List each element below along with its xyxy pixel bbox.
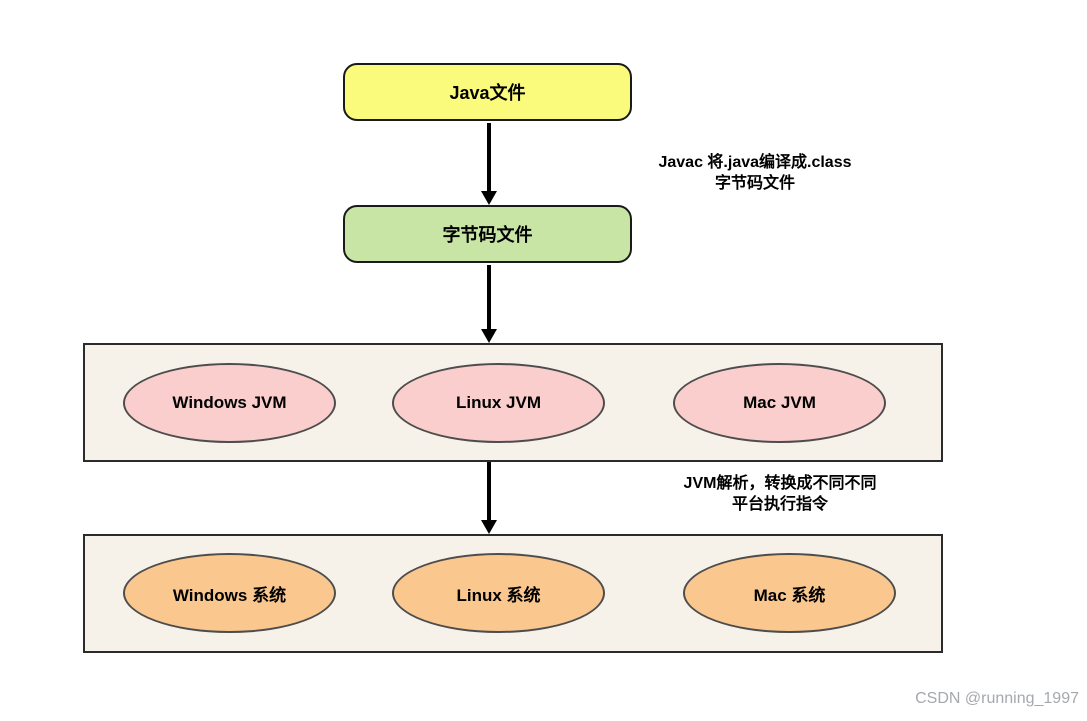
node-bytecode-file: 字节码文件	[343, 205, 632, 263]
annotation-jvm-line1: JVM解析，转换成不同不同	[683, 475, 877, 492]
node-mac-os: Mac 系统	[683, 553, 896, 633]
annotation-javac: Javac 将.java编译成.class 字节码文件	[625, 152, 885, 194]
node-mac-jvm: Mac JVM	[673, 363, 886, 443]
arrow-shaft	[486, 462, 491, 520]
arrow-head-icon	[480, 329, 497, 343]
node-linux-jvm: Linux JVM	[392, 363, 605, 443]
arrow-shaft	[486, 123, 491, 191]
node-windows-os: Windows 系统	[123, 553, 336, 633]
arrow-head-icon	[480, 520, 497, 534]
arrow-jvm-to-os-icon	[480, 462, 497, 534]
arrow-java-to-bytecode-icon	[480, 123, 497, 205]
node-linux-os: Linux 系统	[392, 553, 605, 633]
annotation-javac-line1: Javac 将.java编译成.class	[658, 154, 852, 171]
arrow-bytecode-to-jvm-icon	[480, 265, 497, 343]
arrow-shaft	[486, 265, 491, 329]
annotation-javac-line2: 字节码文件	[714, 175, 795, 192]
node-windows-jvm: Windows JVM	[123, 363, 336, 443]
annotation-jvm-line2: 平台执行指令	[731, 496, 828, 513]
group-os-layer: Windows 系统 Linux 系统 Mac 系统	[83, 534, 943, 653]
annotation-jvm: JVM解析，转换成不同不同 平台执行指令	[650, 473, 910, 515]
node-java-file: Java文件	[343, 63, 632, 121]
arrow-head-icon	[480, 191, 497, 205]
group-jvm-layer: Windows JVM Linux JVM Mac JVM	[83, 343, 943, 462]
watermark: CSDN @running_1997	[915, 690, 1079, 707]
